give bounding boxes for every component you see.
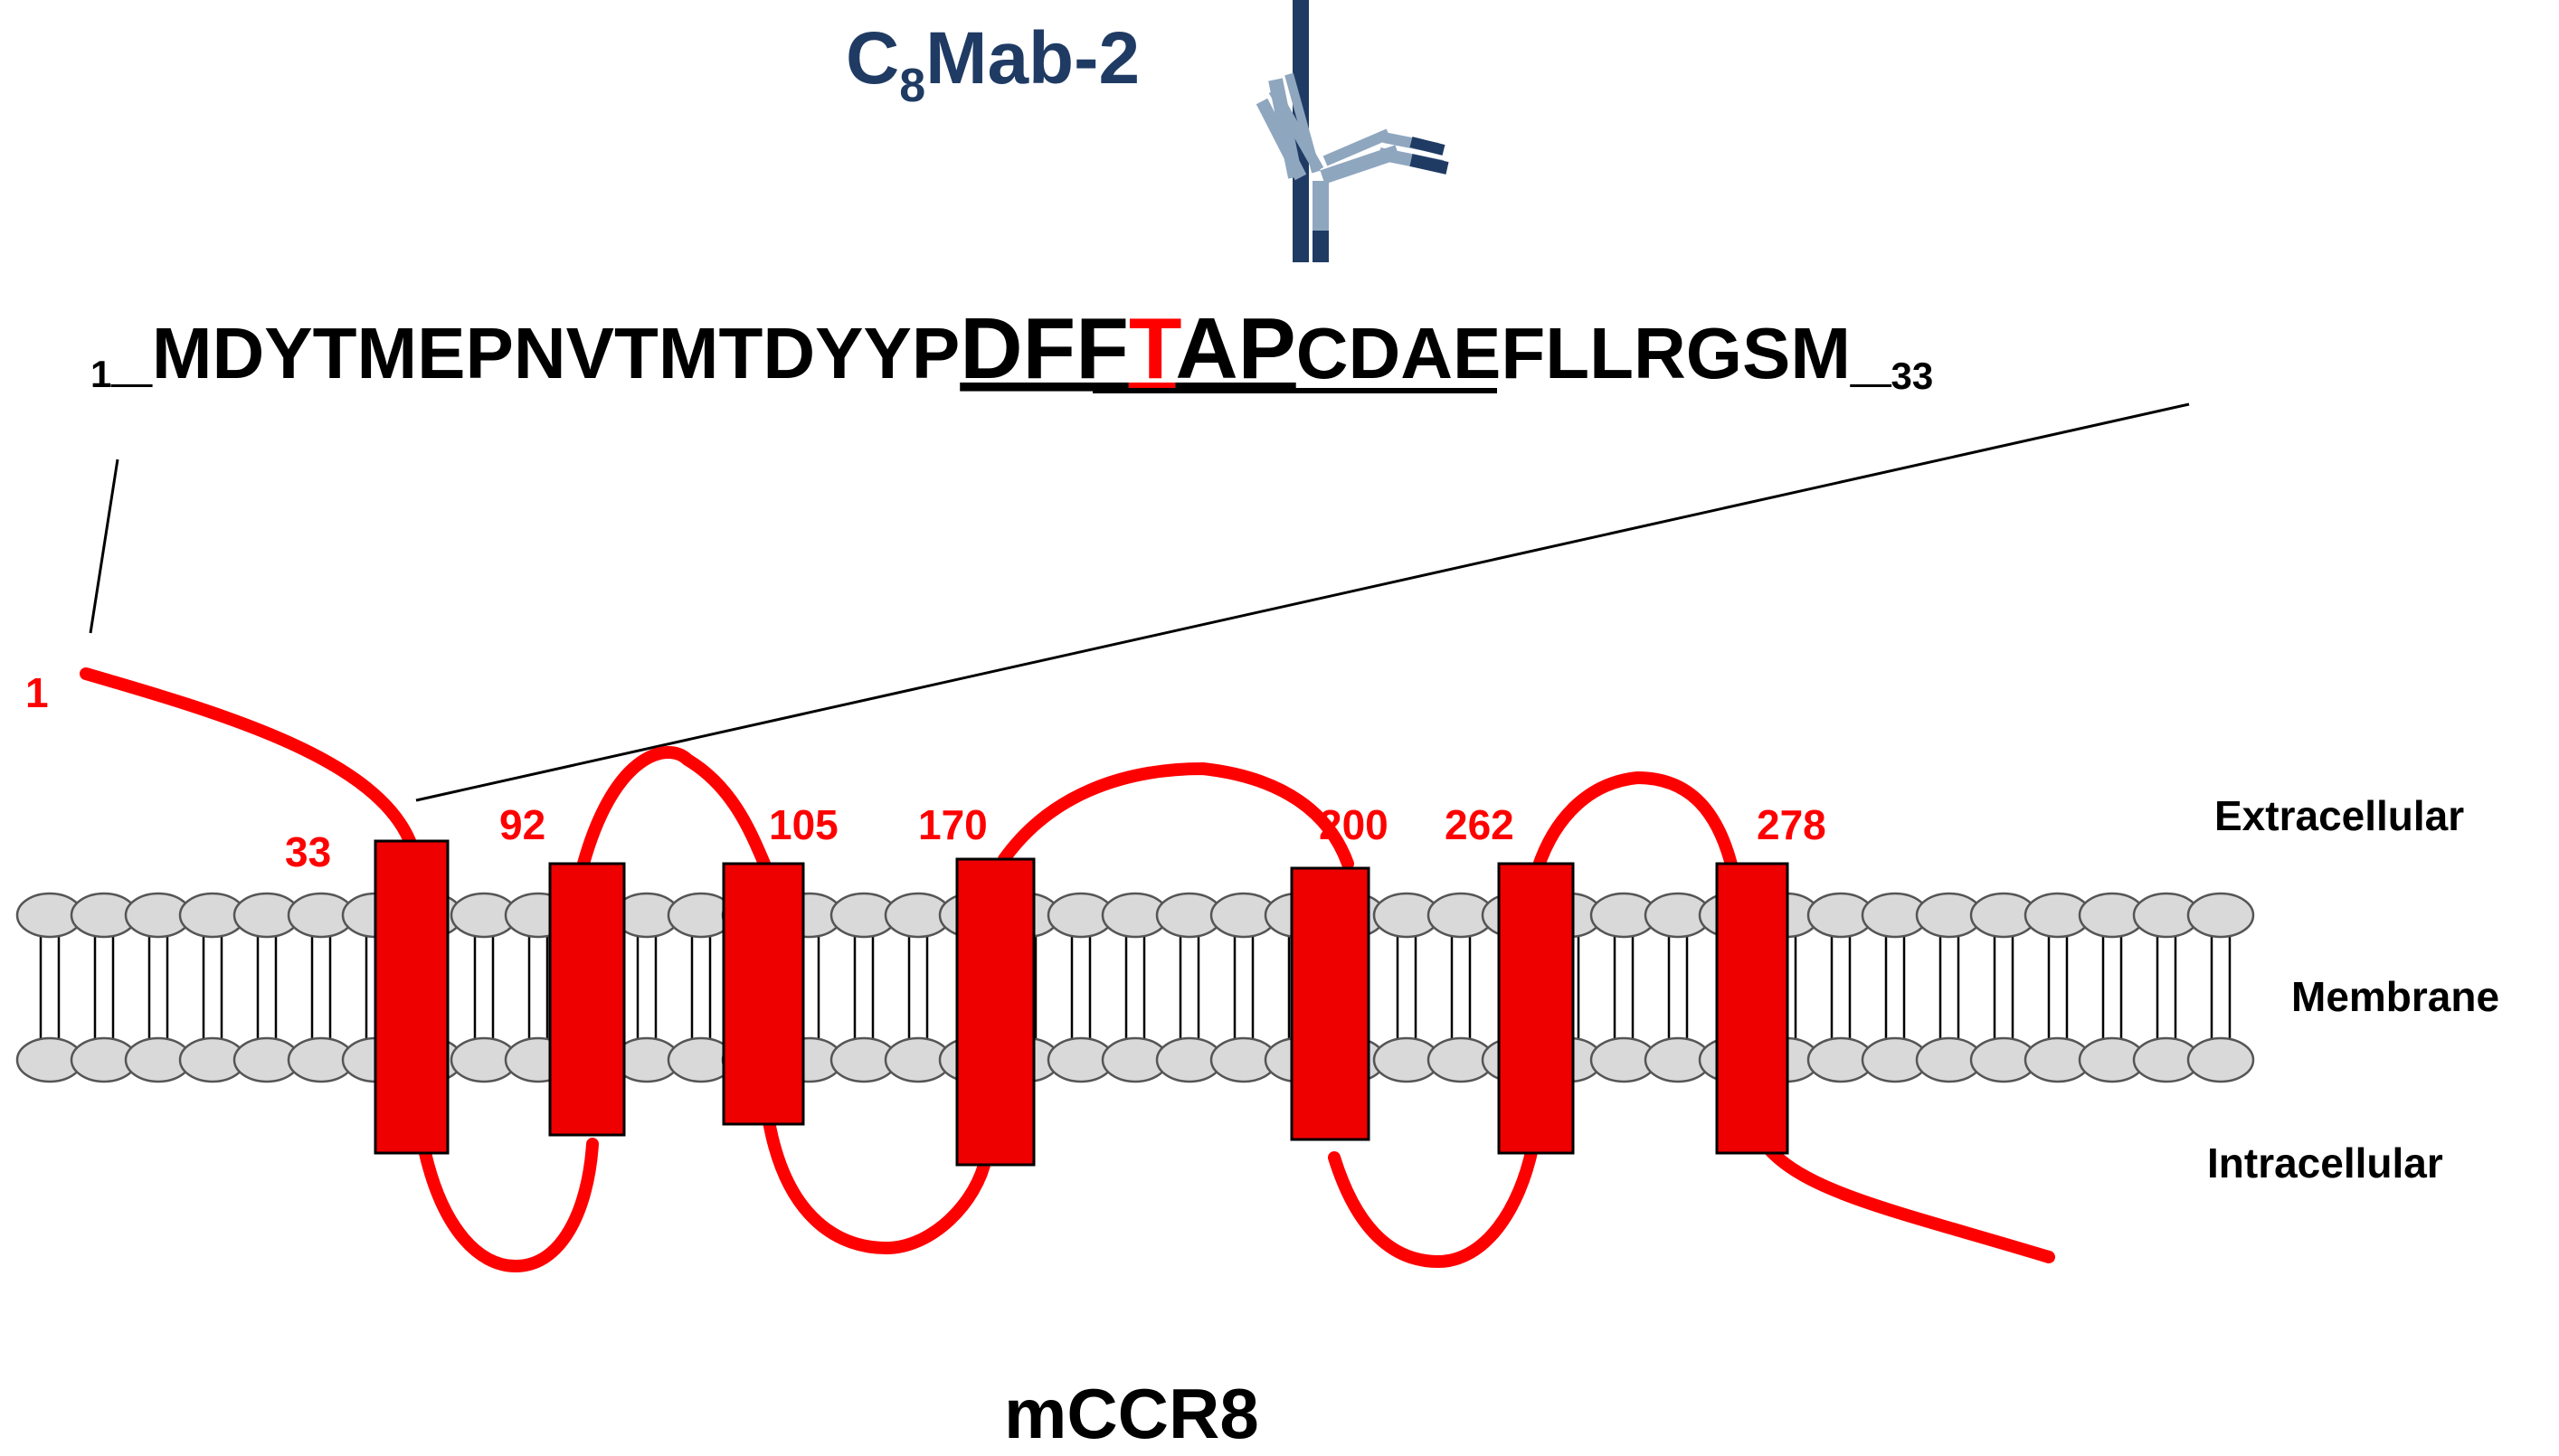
membrane-label: Membrane — [2291, 973, 2499, 1020]
extracellular-loop-2 — [998, 761, 1354, 870]
extracellular-loop-1 — [577, 746, 771, 870]
intracellular-loop-2 — [763, 1115, 992, 1255]
zoom-line-left — [89, 459, 119, 634]
extracellular-loop-3 — [1531, 771, 1739, 875]
intracellular-loop-1 — [419, 1138, 599, 1273]
sequence-text: 1_MDYTMEPNVTMTDYYPDFFTAPCDAEFLLRGSM_33 — [90, 300, 1933, 397]
residue-label-1: 1 — [25, 669, 49, 716]
n-terminus-tail — [80, 667, 418, 852]
intracellular-loop-3 — [1328, 1138, 1540, 1269]
tm-helix-2 — [548, 862, 626, 1137]
protein-name: mCCR8 — [1004, 1374, 1259, 1453]
intracellular-label: Intracellular — [2207, 1139, 2443, 1187]
lipid-head — [2186, 1036, 2255, 1083]
residue-label-105: 105 — [769, 801, 839, 848]
residue-label-262: 262 — [1445, 801, 1514, 848]
lipid-head — [2186, 892, 2255, 939]
tm-helix-1 — [374, 839, 450, 1155]
zoom-line-right — [415, 402, 2190, 802]
tm-helix-3 — [722, 862, 805, 1126]
c-terminus-tail — [1762, 1142, 2055, 1263]
residue-label-200: 200 — [1319, 801, 1388, 848]
protein-chain — [80, 667, 2055, 1273]
residue-label-33: 33 — [285, 828, 331, 875]
residue-labels: 1 33 92 105 170 200 262 278 — [25, 669, 1826, 875]
residue-label-92: 92 — [499, 801, 545, 848]
tm-helix-6 — [1497, 862, 1575, 1155]
residue-label-278: 278 — [1757, 801, 1826, 848]
antibody-icon — [1256, 0, 1449, 262]
tm-helix-5 — [1290, 866, 1370, 1141]
residue-label-170: 170 — [918, 801, 988, 848]
transmembrane-helices — [374, 839, 1789, 1167]
lipid-bilayer — [15, 892, 2255, 1083]
extracellular-label: Extracellular — [2214, 792, 2464, 839]
tm-helix-4 — [955, 857, 1036, 1167]
tm-helix-7 — [1715, 862, 1789, 1155]
antibody-name: C8Mab-2 — [846, 17, 1140, 112]
